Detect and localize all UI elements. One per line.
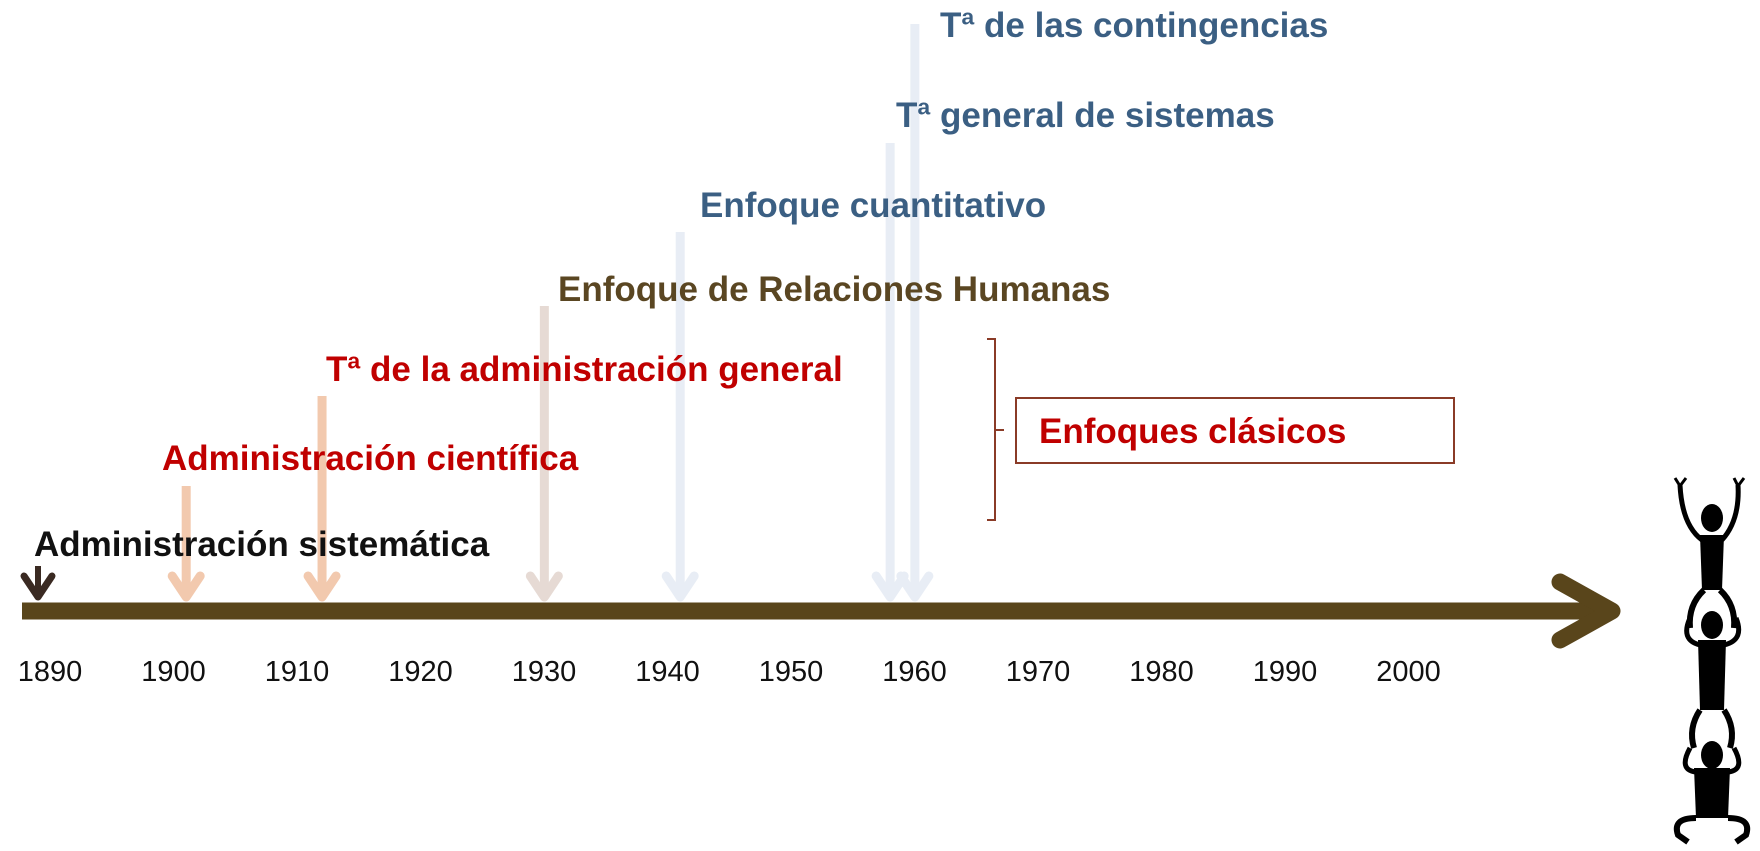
event-label-0: Administración sistemática — [34, 525, 490, 564]
axis-tick-2000: 2000 — [1376, 656, 1441, 688]
classic-approaches-bracket — [987, 338, 1004, 521]
axis-tick-1970: 1970 — [1005, 656, 1071, 688]
event-label-1: Administración científica — [162, 439, 579, 478]
classic-approaches-box: Enfoques clásicos — [1015, 397, 1455, 464]
event-arrows — [20, 24, 934, 602]
event-label-4: Enfoque cuantitativo — [700, 186, 1047, 225]
axis-tick-1890: 1890 — [17, 656, 83, 688]
axis-tick-1900: 1900 — [141, 656, 206, 688]
axis-tick-1930: 1930 — [511, 656, 577, 688]
event-label-3: Enfoque de Relaciones Humanas — [558, 270, 1111, 309]
axis-tick-1990: 1990 — [1252, 656, 1318, 688]
event-label-2: Tª de la administración general — [326, 350, 843, 389]
axis-tick-1940: 1940 — [635, 656, 700, 688]
event-arrow-1 — [167, 486, 205, 602]
event-label-6: Tª de las contingencias — [940, 6, 1329, 45]
event-arrow-5 — [871, 143, 909, 602]
axis-tick-1980: 1980 — [1129, 656, 1194, 688]
stacked-people-icon — [1673, 477, 1751, 845]
axis-tick-1950: 1950 — [758, 656, 824, 688]
event-arrow-3 — [525, 306, 563, 602]
classic-approaches-label: Enfoques clásicos — [1039, 412, 1347, 451]
axis-tick-1910: 1910 — [264, 656, 330, 688]
event-arrow-4 — [661, 232, 699, 602]
event-arrow-0 — [20, 566, 56, 601]
event-arrow-2 — [303, 396, 341, 602]
event-arrow-6 — [896, 24, 934, 602]
axis-tick-1920: 1920 — [388, 656, 453, 688]
main-timeline-arrow — [22, 573, 1621, 649]
event-label-5: Tª general de sistemas — [896, 96, 1275, 135]
axis-tick-1960: 1960 — [882, 656, 947, 688]
